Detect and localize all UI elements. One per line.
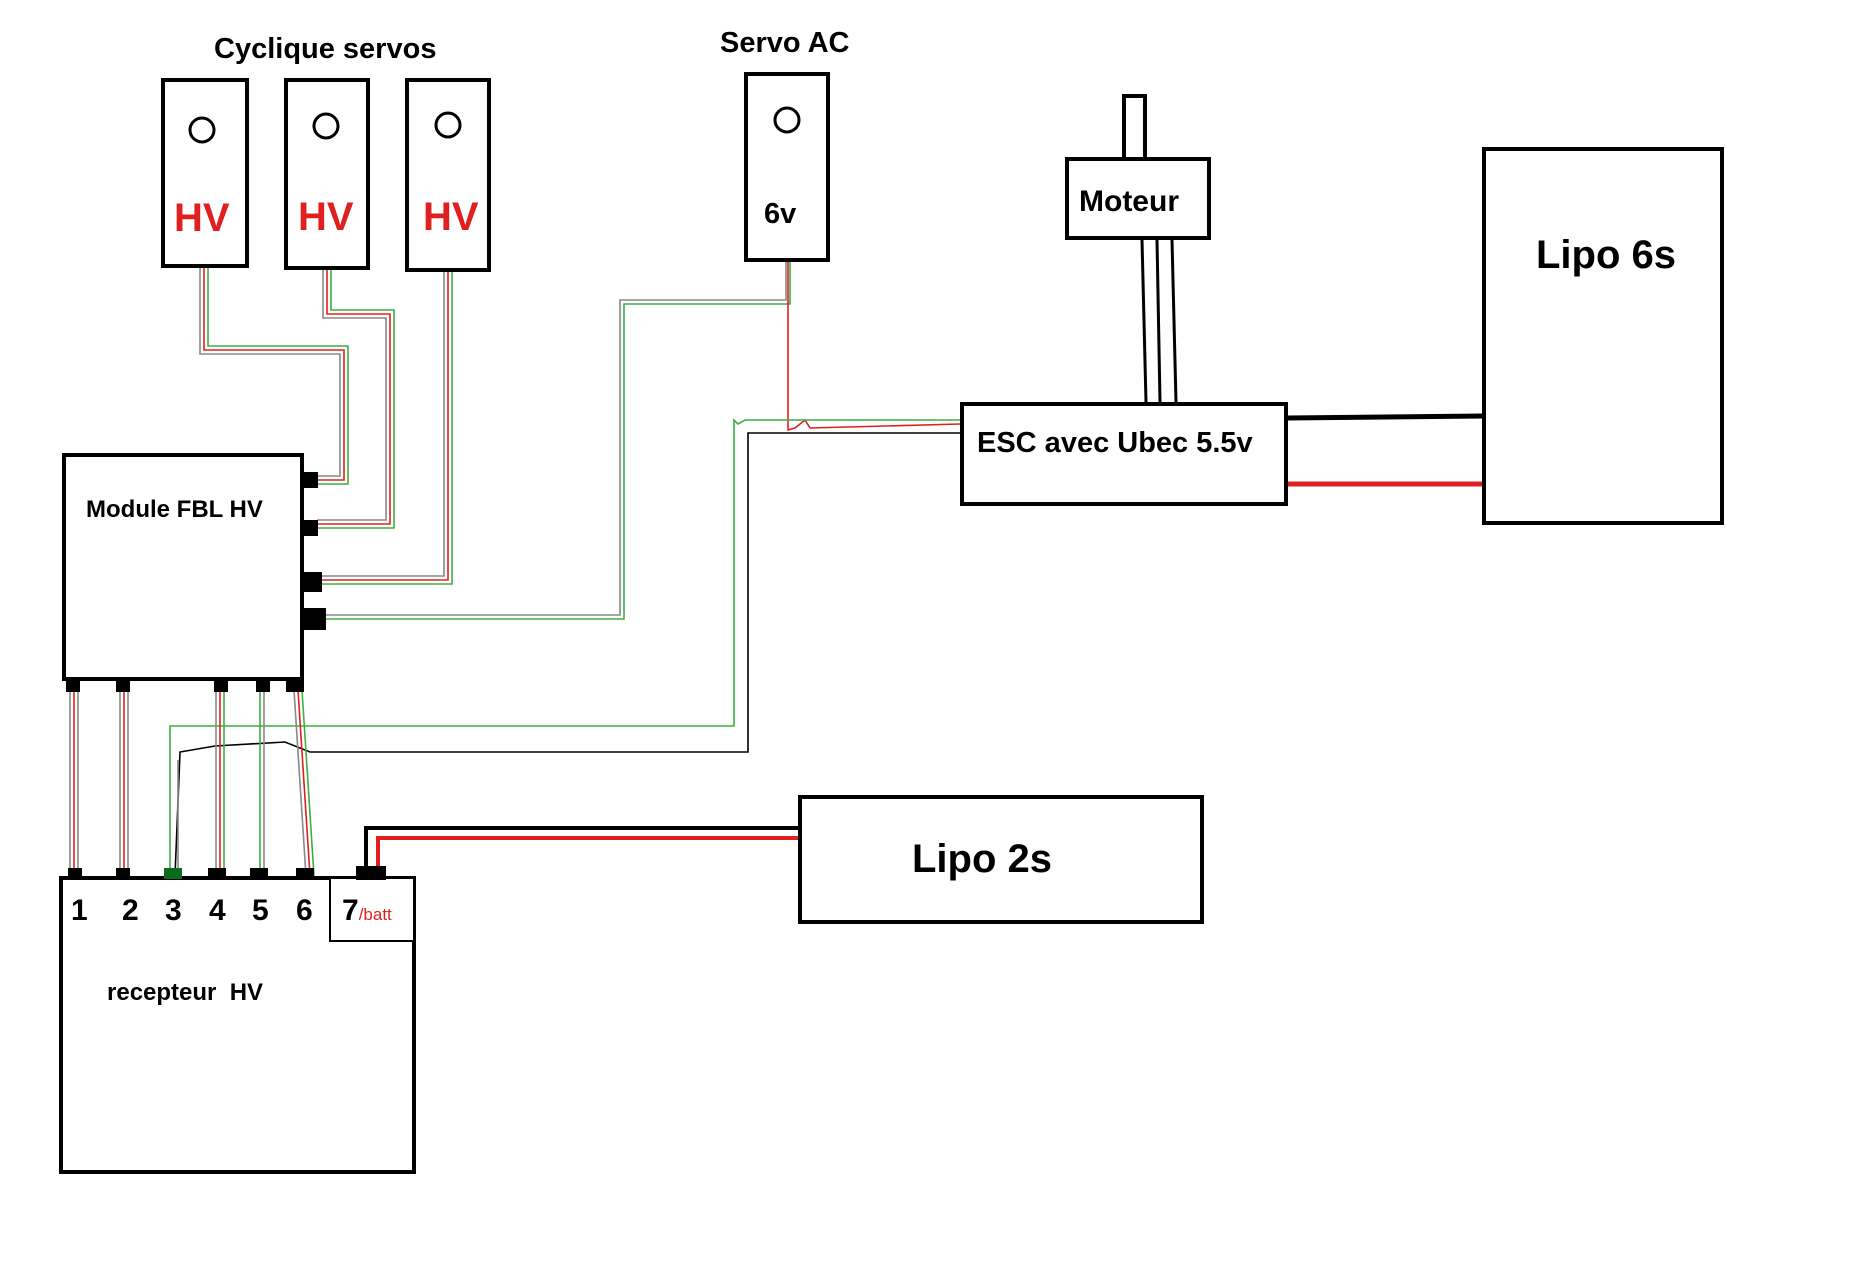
receiver-channel: 1 [71, 894, 88, 927]
receiver-channel: 4 [209, 894, 226, 927]
servo-horn-icon [312, 112, 340, 140]
receiver-connectors [68, 866, 386, 880]
receiver-batt-suffix: /batt [359, 905, 392, 924]
receiver-channel: 6 [296, 894, 313, 927]
servo-1: HV [161, 78, 249, 268]
esc: ESC avec Ubec 5.5v [960, 402, 1288, 506]
fbl-side-connectors [302, 472, 326, 630]
wire-lipo2s [364, 826, 800, 870]
receiver-label: recepteur HV [107, 979, 263, 1006]
receiver: 1 2 3 4 5 6 7/batt recepteur HV [59, 866, 416, 1174]
wire-motor [1140, 239, 1178, 403]
receiver-batt-number: 7 [342, 894, 359, 927]
servo-ac: 6v [744, 72, 830, 262]
wire-fbl-receiver [69, 689, 315, 877]
lipo-2s-label: Lipo 2s [912, 837, 1052, 881]
fbl-label: Module FBL HV [86, 496, 263, 523]
servo-label: HV [298, 195, 354, 239]
motor-label: Moteur [1079, 185, 1179, 218]
fbl-bottom-connectors [66, 679, 304, 692]
receiver-channel: 3 [165, 894, 182, 927]
wire-servo1 [199, 268, 349, 485]
servo-2: HV [284, 78, 370, 270]
wire-servo3 [317, 268, 453, 585]
servos-group-title: Cyclique servos [214, 33, 436, 65]
servo-3: HV [405, 78, 491, 272]
wire-servo2 [317, 268, 395, 529]
receiver-channel: 5 [252, 894, 269, 927]
servo-ac-title: Servo AC [720, 27, 850, 59]
motor: Moteur [1065, 94, 1211, 240]
lipo-6s-label: Lipo 6s [1536, 233, 1676, 277]
servo-label: HV [174, 196, 230, 240]
fbl-module: Module FBL HV [62, 453, 326, 692]
receiver-channel: 2 [122, 894, 139, 927]
servo-horn-icon [434, 111, 462, 139]
motor-shaft [1122, 94, 1147, 161]
servo-ac-voltage: 6v [764, 198, 796, 230]
wire-lipo6s [1287, 413, 1485, 487]
servo-label: HV [423, 195, 479, 239]
lipo-6s: Lipo 6s [1482, 147, 1724, 525]
esc-label: ESC avec Ubec 5.5v [977, 427, 1253, 459]
servo-horn-icon [773, 106, 801, 134]
lipo-2s: Lipo 2s [798, 795, 1204, 924]
servo-horn-icon [188, 116, 216, 144]
receiver-batt-channel: 7/batt [342, 894, 392, 927]
wire-servo-ac [317, 262, 961, 620]
